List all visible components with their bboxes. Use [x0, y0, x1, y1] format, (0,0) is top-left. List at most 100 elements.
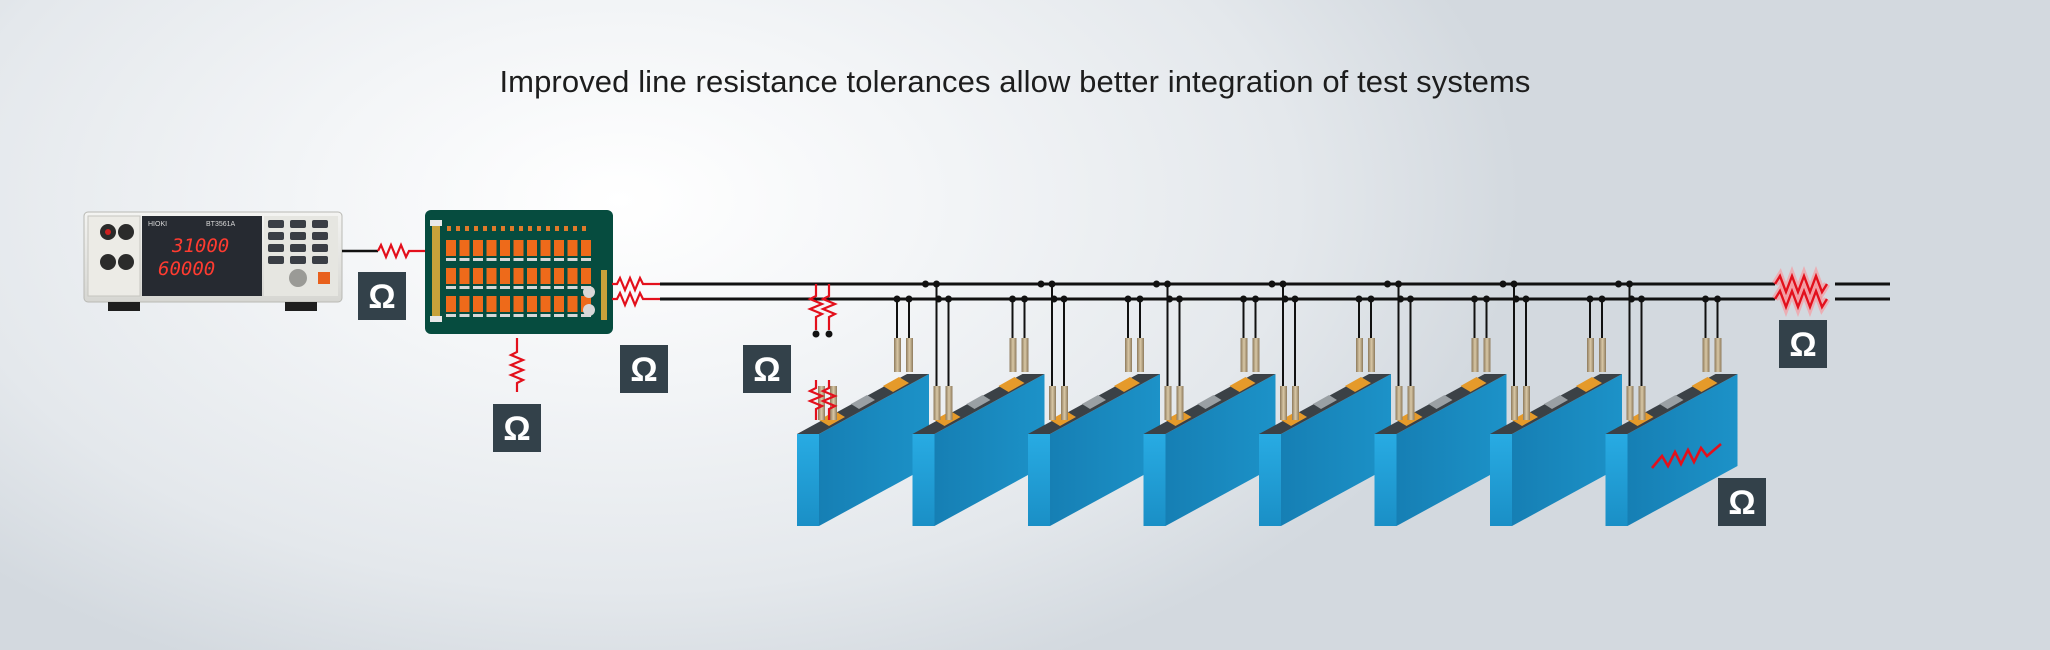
meter-readout-bottom: 60000 [158, 258, 215, 280]
led-dot [564, 226, 568, 231]
relay-pin [446, 314, 456, 317]
ohm-badge-icon: Ω [1779, 320, 1827, 368]
relay-pin [554, 258, 564, 261]
relay-icon [486, 268, 497, 284]
led-dot [501, 226, 505, 231]
first-cell-probe-resistors [807, 284, 838, 420]
relay-icon [540, 268, 551, 284]
bus-end-resistors [1772, 266, 1830, 317]
ohm-symbol: Ω [1728, 484, 1755, 522]
ohm-symbol: Ω [753, 351, 780, 389]
battery-cell-icon [1374, 280, 1507, 526]
relay-pin [554, 286, 564, 289]
relay-icon [540, 240, 551, 256]
relay-pin [486, 258, 497, 261]
relay-pin [527, 314, 537, 317]
meter-model: BT3561A [206, 221, 236, 228]
led-dot [573, 226, 577, 231]
relay-pin [567, 286, 578, 289]
relay-icon [581, 296, 591, 312]
relay-icon [567, 296, 578, 312]
relay-icon [446, 296, 456, 312]
relay-icon [513, 240, 524, 256]
relay-icon [513, 296, 524, 312]
relay-icon [459, 268, 470, 284]
relay-grid [446, 226, 591, 317]
relay-pin [459, 314, 470, 317]
relay-pin [473, 286, 483, 289]
led-dot [555, 226, 559, 231]
relay-icon [473, 268, 483, 284]
relay-icon [527, 296, 537, 312]
relay-pin [513, 258, 524, 261]
ohm-badges: Ω Ω Ω Ω Ω Ω [358, 272, 1827, 526]
relay-icon [581, 268, 591, 284]
led-dot [546, 226, 550, 231]
relay-icon [446, 268, 456, 284]
ohm-badge-icon: Ω [620, 345, 668, 393]
battery-cell-icon [1259, 280, 1391, 526]
multiplexer-board-icon [425, 210, 613, 334]
relay-icon [581, 240, 591, 256]
led-dot [582, 226, 586, 231]
relay-pin [486, 286, 497, 289]
battery-cell-icon [912, 280, 1045, 526]
meter-buttons [268, 220, 328, 264]
relay-icon [486, 240, 497, 256]
relay-pin [473, 314, 483, 317]
relay-icon [446, 240, 456, 256]
relay-icon [527, 240, 537, 256]
ohm-badge-icon: Ω [743, 345, 791, 393]
relay-pin [540, 286, 551, 289]
led-dot [474, 226, 478, 231]
resistor-icon [1651, 443, 1722, 469]
resistor-icon [1773, 287, 1829, 311]
battery-cell-icon [1605, 280, 1738, 526]
relay-pin [500, 258, 510, 261]
resistor-icon [508, 338, 526, 392]
led-dot [456, 226, 460, 231]
relay-pin [540, 258, 551, 261]
relay-icon [527, 268, 537, 284]
relay-pin [473, 258, 483, 261]
led-dot [528, 226, 532, 231]
ohm-symbol: Ω [503, 410, 530, 448]
relay-icon [473, 240, 483, 256]
led-dot [483, 226, 487, 231]
resistor-icon [612, 275, 660, 293]
relay-icon [540, 296, 551, 312]
relay-pin [446, 286, 456, 289]
relay-icon [486, 296, 497, 312]
ohm-symbol: Ω [1789, 326, 1816, 364]
resistor-icon [377, 242, 425, 260]
relay-pin [581, 314, 591, 317]
relay-pin [567, 258, 578, 261]
led-dot [492, 226, 496, 231]
relay-icon [500, 268, 510, 284]
relay-icon [513, 268, 524, 284]
relay-pin [459, 258, 470, 261]
relay-pin [581, 258, 591, 261]
relay-icon [473, 296, 483, 312]
relay-pin [567, 314, 578, 317]
relay-icon [554, 296, 564, 312]
ohm-badge-icon: Ω [358, 272, 406, 320]
led-dot [447, 226, 451, 231]
relay-icon [554, 240, 564, 256]
meter-readout-top: 31000 [171, 235, 229, 257]
resistor-icon [1773, 272, 1829, 296]
battery-cell-row [797, 280, 1738, 526]
ohm-badge-icon: Ω [493, 404, 541, 452]
ohm-symbol: Ω [368, 278, 395, 316]
led-dot [537, 226, 541, 231]
battery-cell-icon [1490, 280, 1622, 526]
battery-cell-icon [1143, 280, 1276, 526]
meter-brand: HIOKI [148, 221, 167, 228]
relay-icon [567, 240, 578, 256]
battery-cell-icon [1028, 280, 1160, 526]
relay-pin [459, 286, 470, 289]
relay-pin [527, 286, 537, 289]
led-dot [510, 226, 514, 231]
relay-pin [513, 314, 524, 317]
